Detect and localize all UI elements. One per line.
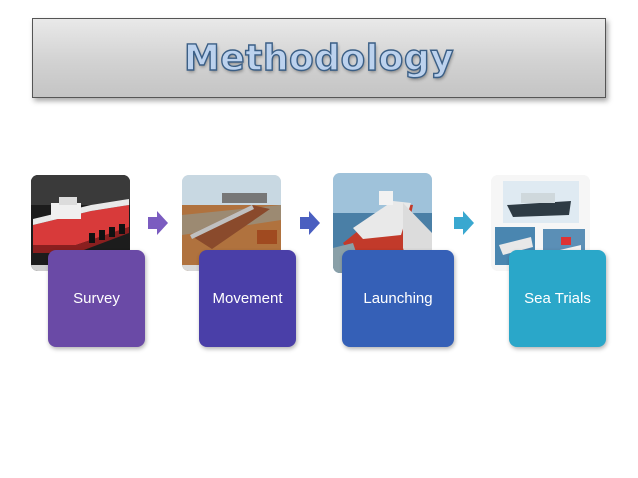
step-label: Launching xyxy=(363,290,433,307)
step-launching: Launching xyxy=(342,250,454,347)
step-label: Survey xyxy=(73,290,120,307)
step-label: Movement xyxy=(212,290,283,307)
step-sea-trials: Sea Trials xyxy=(509,250,606,347)
slide-title: Methodology xyxy=(183,37,455,79)
title-banner: Methodology xyxy=(32,18,606,98)
step-survey: Survey xyxy=(48,250,145,347)
survey-photo xyxy=(31,175,130,271)
arrow-right-icon xyxy=(300,211,320,235)
step-movement: Movement xyxy=(199,250,296,347)
arrow-right-icon xyxy=(148,211,168,235)
step-label: Sea Trials xyxy=(524,290,591,307)
arrow-right-icon xyxy=(454,211,474,235)
